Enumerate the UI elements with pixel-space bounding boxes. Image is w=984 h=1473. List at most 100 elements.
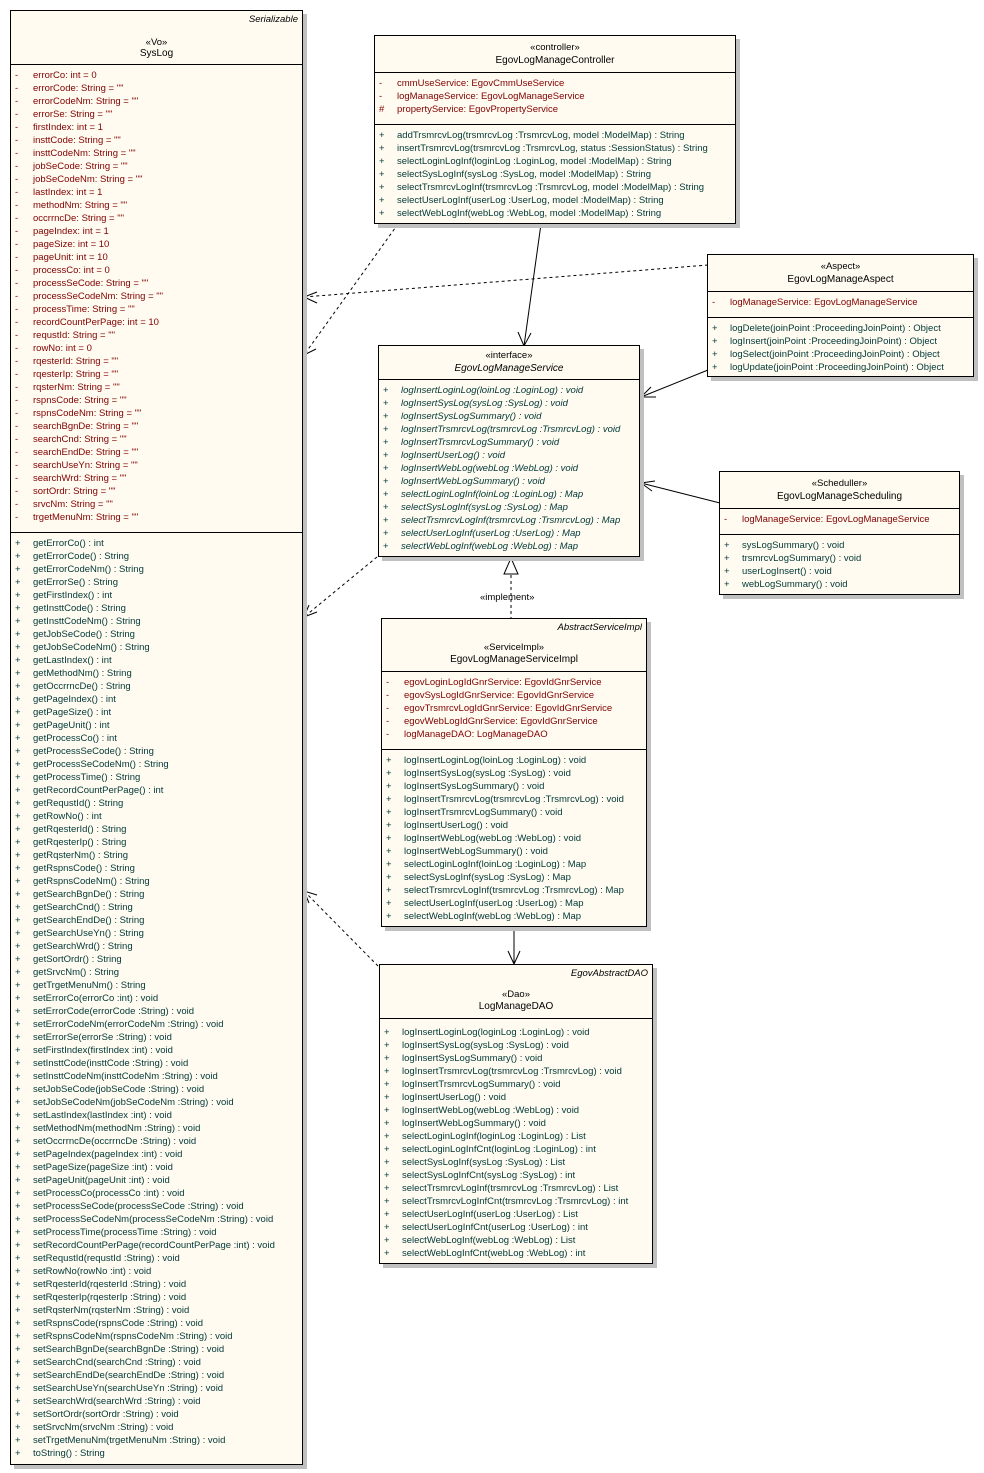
method-row[interactable]: +setErrorSe(errorSe :String) : void: [11, 1031, 302, 1044]
method-row[interactable]: +selectSysLogInf(sysLog :SysLog, model :…: [375, 168, 735, 181]
class-log-manage-dao[interactable]: EgovAbstractDAO «Dao» LogManageDAO +logI…: [379, 964, 653, 1264]
method-row[interactable]: +setJobSeCode(jobSeCode :String) : void: [11, 1083, 302, 1096]
method-row[interactable]: +setRequstId(requstId :String) : void: [11, 1252, 302, 1265]
method-row[interactable]: +setSearchBgnDe(searchBgnDe :String) : v…: [11, 1343, 302, 1356]
method-row[interactable]: +setMethodNm(methodNm :String) : void: [11, 1122, 302, 1135]
method-row[interactable]: +setSrvcNm(srvcNm :String) : void: [11, 1421, 302, 1434]
attribute-row[interactable]: -logManageService: EgovLogManageService: [720, 513, 959, 526]
attribute-row[interactable]: -recordCountPerPage: int = 10: [11, 316, 302, 329]
method-row[interactable]: +setProcessSeCode(processSeCode :String)…: [11, 1200, 302, 1213]
attribute-row[interactable]: -searchBgnDe: String = "": [11, 420, 302, 433]
method-row[interactable]: +getPageUnit() : int: [11, 719, 302, 732]
method-row[interactable]: +setProcessTime(processTime :String) : v…: [11, 1226, 302, 1239]
attribute-row[interactable]: -rqsterNm: String = "": [11, 381, 302, 394]
attribute-row[interactable]: -insttCodeNm: String = "": [11, 147, 302, 160]
attribute-row[interactable]: -logManageDAO: LogManageDAO: [382, 728, 646, 741]
method-row[interactable]: +getSearchEndDe() : String: [11, 914, 302, 927]
method-row[interactable]: +logSelect(joinPoint :ProceedingJoinPoin…: [708, 348, 973, 361]
attribute-row[interactable]: -srvcNm: String = "": [11, 498, 302, 511]
method-row[interactable]: +logDelete(joinPoint :ProceedingJoinPoin…: [708, 322, 973, 335]
method-row[interactable]: +selectLoginLogInfCnt(loginLog :LoginLog…: [380, 1143, 652, 1156]
method-row[interactable]: +getErrorCo() : int: [11, 537, 302, 550]
method-row[interactable]: +selectSysLogInf(sysLog :SysLog) : Map: [379, 501, 639, 514]
method-row[interactable]: +getProcessSeCodeNm() : String: [11, 758, 302, 771]
method-row[interactable]: +setErrorCode(errorCode :String) : void: [11, 1005, 302, 1018]
method-row[interactable]: +logInsertSysLog(sysLog :SysLog) : void: [379, 397, 639, 410]
method-row[interactable]: +setSearchWrd(searchWrd :String) : void: [11, 1395, 302, 1408]
attribute-row[interactable]: -searchCnd: String = "": [11, 433, 302, 446]
attribute-row[interactable]: -firstIndex: int = 1: [11, 121, 302, 134]
attribute-row[interactable]: -trgetMenuNm: String = "": [11, 511, 302, 524]
attribute-row[interactable]: -egovWebLogIdGnrService: EgovIdGnrServic…: [382, 715, 646, 728]
method-row[interactable]: +logInsertWebLogSummary() : void: [382, 845, 646, 858]
attribute-row[interactable]: -pageUnit: int = 10: [11, 251, 302, 264]
method-row[interactable]: +logInsertWebLogSummary() : void: [380, 1117, 652, 1130]
method-row[interactable]: +getSearchUseYn() : String: [11, 927, 302, 940]
attribute-row[interactable]: #propertyService: EgovPropertyService: [375, 103, 735, 116]
method-row[interactable]: +logInsertLoginLog(loinLog :LoginLog) : …: [379, 384, 639, 397]
method-row[interactable]: +getErrorSe() : String: [11, 576, 302, 589]
method-row[interactable]: +logInsertUserLog() : void: [380, 1091, 652, 1104]
attribute-row[interactable]: -requstId: String = "": [11, 329, 302, 342]
class-egov-log-manage-aspect[interactable]: «Aspect» EgovLogManageAspect -logManageS…: [707, 254, 974, 377]
method-row[interactable]: +setSearchEndDe(searchEndDe :String) : v…: [11, 1369, 302, 1382]
method-row[interactable]: +logInsertTrsmrcvLogSummary() : void: [379, 436, 639, 449]
method-row[interactable]: +getSrvcNm() : String: [11, 966, 302, 979]
method-row[interactable]: +selectWebLogInf(webLog :WebLog) : List: [380, 1234, 652, 1247]
method-row[interactable]: +logInsertWebLogSummary() : void: [379, 475, 639, 488]
method-row[interactable]: +setLastIndex(lastIndex :int) : void: [11, 1109, 302, 1122]
attribute-row[interactable]: -processCo: int = 0: [11, 264, 302, 277]
method-row[interactable]: +selectUserLogInf(userLog :UserLog) : Ma…: [379, 527, 639, 540]
method-row[interactable]: +getPageSize() : int: [11, 706, 302, 719]
method-row[interactable]: +getRspnsCode() : String: [11, 862, 302, 875]
method-row[interactable]: +sysLogSummary() : void: [720, 539, 959, 552]
class-egov-log-manage-controller[interactable]: «controller» EgovLogManageController -cm…: [374, 35, 736, 224]
attribute-row[interactable]: -errorSe: String = "": [11, 108, 302, 121]
method-row[interactable]: +getSearchCnd() : String: [11, 901, 302, 914]
attribute-row[interactable]: -insttCode: String = "": [11, 134, 302, 147]
attribute-row[interactable]: -sortOrdr: String = "": [11, 485, 302, 498]
method-row[interactable]: +setInsttCode(insttCode :String) : void: [11, 1057, 302, 1070]
method-row[interactable]: +setRspnsCode(rspnsCode :String) : void: [11, 1317, 302, 1330]
method-row[interactable]: +setFirstIndex(firstIndex :int) : void: [11, 1044, 302, 1057]
method-row[interactable]: +selectUserLogInfCnt(userLog :UserLog) :…: [380, 1221, 652, 1234]
attribute-row[interactable]: -egovLoginLogIdGnrService: EgovIdGnrServ…: [382, 676, 646, 689]
method-row[interactable]: +selectTrsmrcvLogInf(trsmrcvLog :Trsmrcv…: [375, 181, 735, 194]
attribute-row[interactable]: -searchUseYn: String = "": [11, 459, 302, 472]
method-row[interactable]: +getProcessTime() : String: [11, 771, 302, 784]
attribute-row[interactable]: -rowNo: int = 0: [11, 342, 302, 355]
method-row[interactable]: +setRowNo(rowNo :int) : void: [11, 1265, 302, 1278]
method-row[interactable]: +logInsertTrsmrcvLogSummary() : void: [382, 806, 646, 819]
method-row[interactable]: +getRecordCountPerPage() : int: [11, 784, 302, 797]
method-row[interactable]: +setRqsterNm(rqsterNm :String) : void: [11, 1304, 302, 1317]
method-row[interactable]: +selectLoginLogInf(loinLog :LoginLog) : …: [379, 488, 639, 501]
method-row[interactable]: +setInsttCodeNm(insttCodeNm :String) : v…: [11, 1070, 302, 1083]
class-syslog[interactable]: Serializable «Vo» SysLog -errorCo: int =…: [10, 10, 303, 1465]
method-row[interactable]: +setJobSeCodeNm(jobSeCodeNm :String) : v…: [11, 1096, 302, 1109]
attribute-row[interactable]: -pageIndex: int = 1: [11, 225, 302, 238]
method-row[interactable]: +selectTrsmrcvLogInf(trsmrcvLog :Trsmrcv…: [382, 884, 646, 897]
method-row[interactable]: +setSearchUseYn(searchUseYn :String) : v…: [11, 1382, 302, 1395]
attribute-row[interactable]: -egovTrsmrcvLogIdGnrService: EgovIdGnrSe…: [382, 702, 646, 715]
method-row[interactable]: +setRecordCountPerPage(recordCountPerPag…: [11, 1239, 302, 1252]
method-row[interactable]: +selectWebLogInf(webLog :WebLog) : Map: [379, 540, 639, 553]
method-row[interactable]: +getRspnsCodeNm() : String: [11, 875, 302, 888]
attribute-row[interactable]: -rspnsCode: String = "": [11, 394, 302, 407]
method-row[interactable]: +toString() : String: [11, 1447, 302, 1460]
method-row[interactable]: +selectLoginLogInf(loginLog :LoginLog, m…: [375, 155, 735, 168]
method-row[interactable]: +logInsertLoginLog(loinLog :LoginLog) : …: [382, 754, 646, 767]
method-row[interactable]: +getProcessSeCode() : String: [11, 745, 302, 758]
method-row[interactable]: +getLastIndex() : int: [11, 654, 302, 667]
method-row[interactable]: +setRqesterId(rqesterId :String) : void: [11, 1278, 302, 1291]
method-row[interactable]: +setOccrrncDe(occrrncDe :String) : void: [11, 1135, 302, 1148]
method-row[interactable]: +logInsert(joinPoint :ProceedingJoinPoin…: [708, 335, 973, 348]
method-row[interactable]: +getRqesterId() : String: [11, 823, 302, 836]
attribute-row[interactable]: -rqesterIp: String = "": [11, 368, 302, 381]
method-row[interactable]: +selectUserLogInf(userLog :UserLog) : Li…: [380, 1208, 652, 1221]
attribute-row[interactable]: -searchEndDe: String = "": [11, 446, 302, 459]
method-row[interactable]: +getRqsterNm() : String: [11, 849, 302, 862]
method-row[interactable]: +getSortOrdr() : String: [11, 953, 302, 966]
method-row[interactable]: +selectUserLogInf(userLog :UserLog, mode…: [375, 194, 735, 207]
method-row[interactable]: +selectWebLogInfCnt(webLog :WebLog) : in…: [380, 1247, 652, 1260]
attribute-row[interactable]: -logManageService: EgovLogManageService: [375, 90, 735, 103]
